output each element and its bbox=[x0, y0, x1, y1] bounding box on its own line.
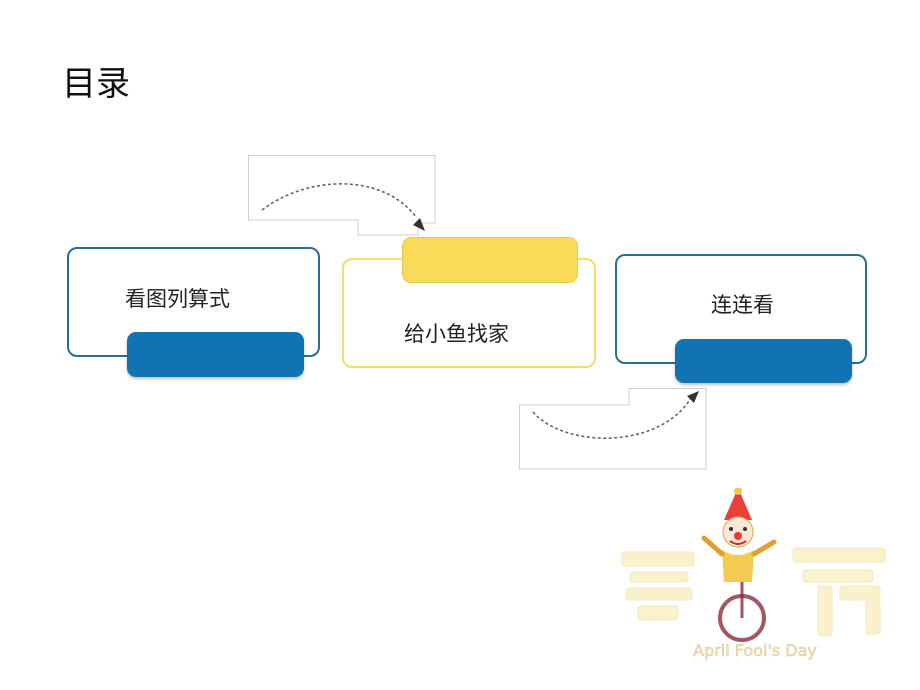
arrow-connector-top bbox=[248, 155, 436, 236]
arrow-connector-bottom bbox=[519, 388, 707, 470]
clown-icon bbox=[701, 488, 777, 642]
arrow-head-icon bbox=[687, 391, 699, 403]
card-label: 连连看 bbox=[711, 293, 774, 317]
arrow-head-icon bbox=[413, 218, 425, 231]
card-label: 看图列算式 bbox=[125, 287, 230, 311]
card-tab bbox=[127, 332, 304, 377]
card-tab bbox=[675, 339, 852, 383]
april-fools-logo: April Fool's Day bbox=[621, 488, 886, 660]
page-title: 目录 bbox=[62, 64, 130, 104]
card-tab bbox=[402, 237, 578, 283]
svg-text:April Fool's Day: April Fool's Day bbox=[693, 641, 817, 660]
card-label: 给小鱼找家 bbox=[404, 322, 509, 346]
